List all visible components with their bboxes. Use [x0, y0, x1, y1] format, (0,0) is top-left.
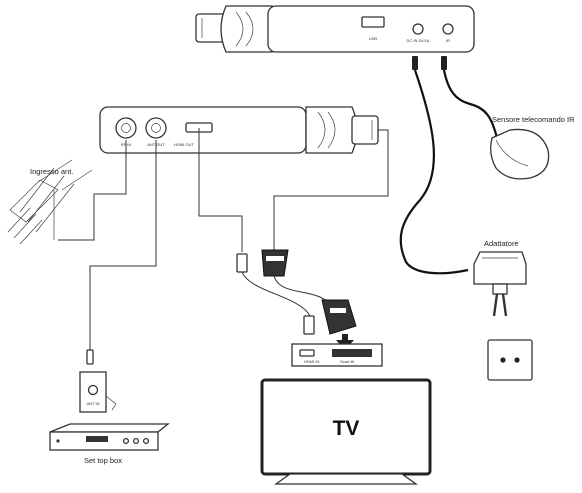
adapter-label: Adattatore — [484, 239, 519, 248]
scart-arrow-icon — [336, 334, 354, 350]
usb-port — [361, 16, 385, 28]
scart-plug-b — [321, 299, 357, 335]
ir-sensor-body — [490, 128, 550, 180]
ir-port — [442, 23, 454, 35]
hdmi-cable — [198, 128, 243, 252]
antenna-cable — [58, 140, 127, 241]
tv — [260, 378, 432, 485]
hdmi-plug-b — [303, 315, 315, 335]
tv-stand — [273, 473, 419, 485]
tv-hdmi-label: HDMI IN — [304, 359, 319, 364]
ir-plug — [441, 56, 447, 70]
ir-cord — [442, 69, 499, 139]
tv-connector-panel: HDMI IN Scart IN — [291, 343, 383, 367]
antenna — [7, 159, 93, 245]
receiver-front: RF IN ANT OUT HDMI OUT — [99, 106, 379, 154]
power-cable — [399, 56, 469, 275]
ir-sensor-label: Sensore telecomando IR — [492, 115, 575, 124]
set-top-box: ANT IN — [49, 371, 170, 451]
tv-scart-label: Scart IN — [340, 359, 355, 364]
scart-cable — [273, 129, 389, 250]
ir-cable — [441, 56, 499, 139]
dc-in-port-label: DC IN 5V/1A — [407, 38, 430, 43]
wall-socket-plate — [487, 339, 533, 381]
usb-port-label: USB — [369, 36, 378, 41]
rf-out-port — [145, 117, 167, 139]
set-top-box-label: Set top box — [84, 456, 122, 465]
ir-port-label: IR — [446, 38, 450, 43]
rf-in-port — [115, 117, 137, 139]
wall-socket — [487, 339, 533, 381]
rf-out-cable — [89, 140, 157, 350]
hdmi-plug-a — [236, 253, 248, 273]
receiver-front-grip — [305, 106, 358, 154]
receiver-front-hdmi-plug — [351, 115, 379, 145]
ir-sensor — [490, 128, 550, 180]
receiver-top-body — [267, 5, 475, 53]
power-adapter — [473, 251, 527, 317]
scart-plug-a — [261, 249, 289, 277]
antenna-label: Ingresso ant. — [30, 167, 73, 176]
receiver-top-grip — [220, 5, 273, 53]
dc-plug — [412, 56, 418, 70]
set-top-box-top — [49, 423, 170, 433]
tv-label: TV — [333, 417, 360, 440]
rf-plug — [86, 349, 94, 365]
hdmi-out-port-label: HDMI OUT — [174, 142, 194, 147]
receiver-top: USB DC IN 5V/1A IR — [195, 5, 475, 53]
adapter-body — [473, 251, 527, 285]
dc-cord — [399, 69, 469, 275]
set-top-box-ant-label: ANT IN — [86, 401, 99, 406]
dc-in-port — [412, 23, 424, 35]
